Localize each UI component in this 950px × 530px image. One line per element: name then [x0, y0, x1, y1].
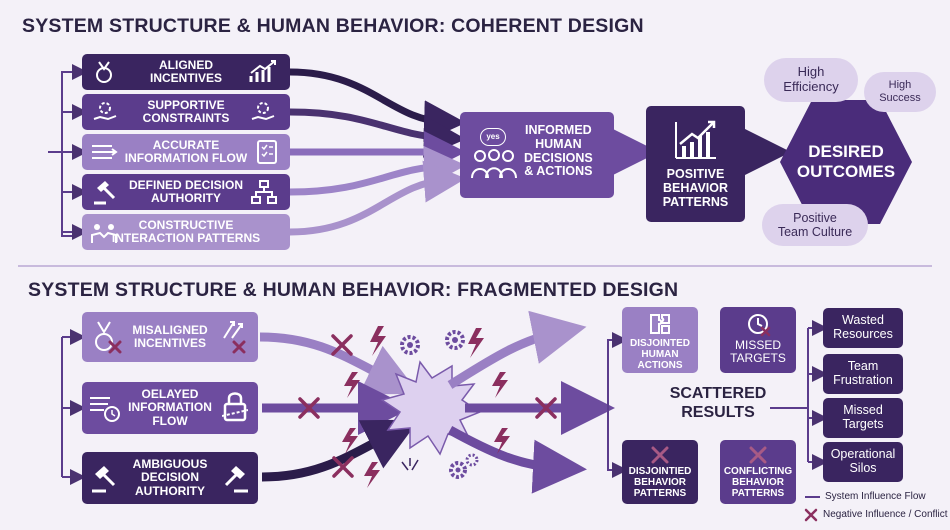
- scattered-results-label: SCATTERED RESULTS: [669, 385, 767, 422]
- gear-icon: [449, 461, 467, 479]
- speech-bubble: yes: [480, 128, 506, 146]
- fragmented-section-title: SYSTEM STRUCTURE & HUMAN BEHAVIOR: FRAGM…: [28, 279, 679, 301]
- broken-medal-icon: [95, 321, 122, 354]
- input-label: ACCURATE INFORMATION FLOW: [124, 137, 248, 165]
- x-icon: [651, 446, 669, 464]
- consequence-label: Wasted Resources: [833, 313, 893, 341]
- disjointed-behavior-patterns-box: DISJOINTIED BEHAVIOR PATTERNS: [622, 440, 698, 504]
- growth-chart-icon: [249, 60, 276, 82]
- conflict-x-icon: [535, 397, 557, 419]
- conflict-x-icon: [298, 397, 320, 419]
- scatter-arrow: [447, 310, 587, 389]
- medal-icon: [96, 61, 112, 83]
- consequence-missed-targets: Missed Targets: [823, 398, 903, 438]
- lightning-icon: [342, 428, 358, 454]
- gear-icon: [400, 335, 420, 355]
- input-constructive-interaction-patterns: CONSTRUCTIVE INTERACTION PATTERNS: [82, 214, 290, 250]
- input-accurate-information-flow: ACCURATE INFORMATION FLOW: [82, 134, 290, 170]
- legend-conflict-icon: [804, 508, 818, 522]
- input-label: MISALIGNED INCENTIVES: [132, 322, 208, 350]
- conflicting-arrows-icon: [223, 321, 246, 354]
- conflicting-behavior-patterns-box: CONFLICTING BEHAVIOR PATTERNS: [720, 440, 796, 504]
- conflict-x-icon: [331, 334, 353, 356]
- outcomes-label: DESIRED OUTCOMES: [796, 141, 896, 181]
- consequence-label: Missed Targets: [842, 403, 884, 431]
- input-label: SUPPORTIVE CONSTRAINTS: [142, 97, 230, 125]
- outcomes-hexagon: [780, 100, 912, 224]
- gear-icon: [445, 330, 465, 350]
- x-icon: [749, 446, 767, 464]
- result-label: MISSED TARGETS: [730, 338, 786, 366]
- decisions-label: INFORMED HUMAN DECISIONS & ACTIONS: [524, 123, 593, 179]
- gear-hand-icon: [251, 102, 275, 121]
- gavel-icon: [94, 181, 116, 205]
- org-chart-icon: [251, 180, 277, 204]
- consequence-wasted-resources: Wasted Resources: [823, 308, 903, 348]
- input-label: OELAYED INFORMATION FLOW: [128, 387, 212, 428]
- conflict-arrow: [259, 332, 420, 395]
- lightning-icon: [344, 372, 360, 398]
- input-defined-decision-authority: DEFINED DECISION AUTHORITY: [82, 174, 290, 210]
- disjointed-human-actions-box: DISJOINTED HUMAN ACTIONS: [622, 307, 698, 373]
- checklist-icon: [257, 140, 277, 164]
- input-label: CONSTRUCTIVE INTERACTION PATTERNS: [111, 217, 261, 245]
- consequence-team-frustration: Team Frustration: [823, 354, 903, 394]
- input-ambiguous-decision-authority: AMBIGUOUS DECISION AUTHORITY: [82, 452, 258, 504]
- lightning-icon: [494, 428, 510, 454]
- input-supportive-constraints: SUPPORTIVE CONSTRAINTS: [82, 94, 290, 130]
- result-label: DISJOINTED HUMAN ACTIONS: [629, 338, 690, 371]
- input-label: AMBIGUOUS DECISION AUTHORITY: [132, 457, 208, 498]
- puzzle-icon: [650, 314, 670, 334]
- input-label: ALIGNED INCENTIVES: [149, 57, 222, 85]
- gear-icon: [465, 453, 479, 467]
- lightning-icon: [364, 462, 380, 488]
- clock-icon: [748, 314, 771, 337]
- consequence-label: Team Frustration: [833, 359, 893, 387]
- result-label: CONFLICTING BEHAVIOR PATTERNS: [723, 466, 793, 499]
- cloud-high-success: High Success: [864, 72, 936, 112]
- scatter-arrow: [447, 426, 587, 494]
- delayed-flow-icon: [90, 397, 120, 422]
- result-label: DISJOINTIED BEHAVIOR PATTERNS: [628, 466, 692, 499]
- gear-hand-icon: [93, 102, 117, 121]
- growth-chart-icon: [675, 120, 716, 159]
- missed-targets-box: MISSED TARGETS: [720, 307, 796, 373]
- consequence-bracket: [770, 328, 809, 462]
- result-bracket: [607, 408, 628, 478]
- input-bracket-top: [61, 71, 78, 237]
- cloud-high-efficiency: High Efficiency: [764, 58, 858, 102]
- conflict-arrow: [261, 419, 420, 482]
- coherent-section-title: SYSTEM STRUCTURE & HUMAN BEHAVIOR: COHER…: [22, 15, 644, 37]
- conflict-x-icon: [332, 456, 354, 478]
- gavel-icon: [224, 466, 248, 493]
- informed-decisions-box: INFORMED HUMAN DECISIONS & ACTIONS yes: [460, 112, 614, 198]
- consequence-label: Operational Silos: [830, 447, 896, 475]
- input-aligned-incentives: ALIGNED INCENTIVES: [82, 54, 290, 90]
- spark-icon: [401, 458, 419, 471]
- legend-conflict-label: Negative Influence / Conflict: [823, 509, 948, 520]
- flow-arrow: [289, 160, 466, 236]
- group-icon: [471, 149, 517, 179]
- legend-flow-label: System Influence Flow: [825, 491, 926, 502]
- positive-behavior-box: POSITIVE BEHAVIOR PATTERNS: [646, 106, 745, 222]
- lightning-icon: [370, 326, 386, 356]
- gavel-icon: [92, 466, 116, 493]
- behavior-label: POSITIVE BEHAVIOR PATTERNS: [662, 167, 729, 209]
- lightning-icon: [492, 372, 508, 398]
- cloud-positive-team-culture: Positive Team Culture: [762, 204, 868, 246]
- input-label: DEFINED DECISION AUTHORITY: [128, 177, 243, 205]
- result-bracket: [607, 332, 628, 408]
- input-delayed-information-flow: OELAYED INFORMATION FLOW: [82, 382, 258, 434]
- input-misaligned-incentives: MISALIGNED INCENTIVES: [82, 312, 258, 362]
- padlock-icon: [222, 392, 248, 422]
- speech-bubble-text: yes: [486, 131, 500, 141]
- consequence-operational-silos: Operational Silos: [823, 442, 903, 482]
- meeting-icon: [91, 224, 117, 243]
- data-flow-icon: [92, 145, 118, 159]
- lightning-icon: [468, 328, 484, 358]
